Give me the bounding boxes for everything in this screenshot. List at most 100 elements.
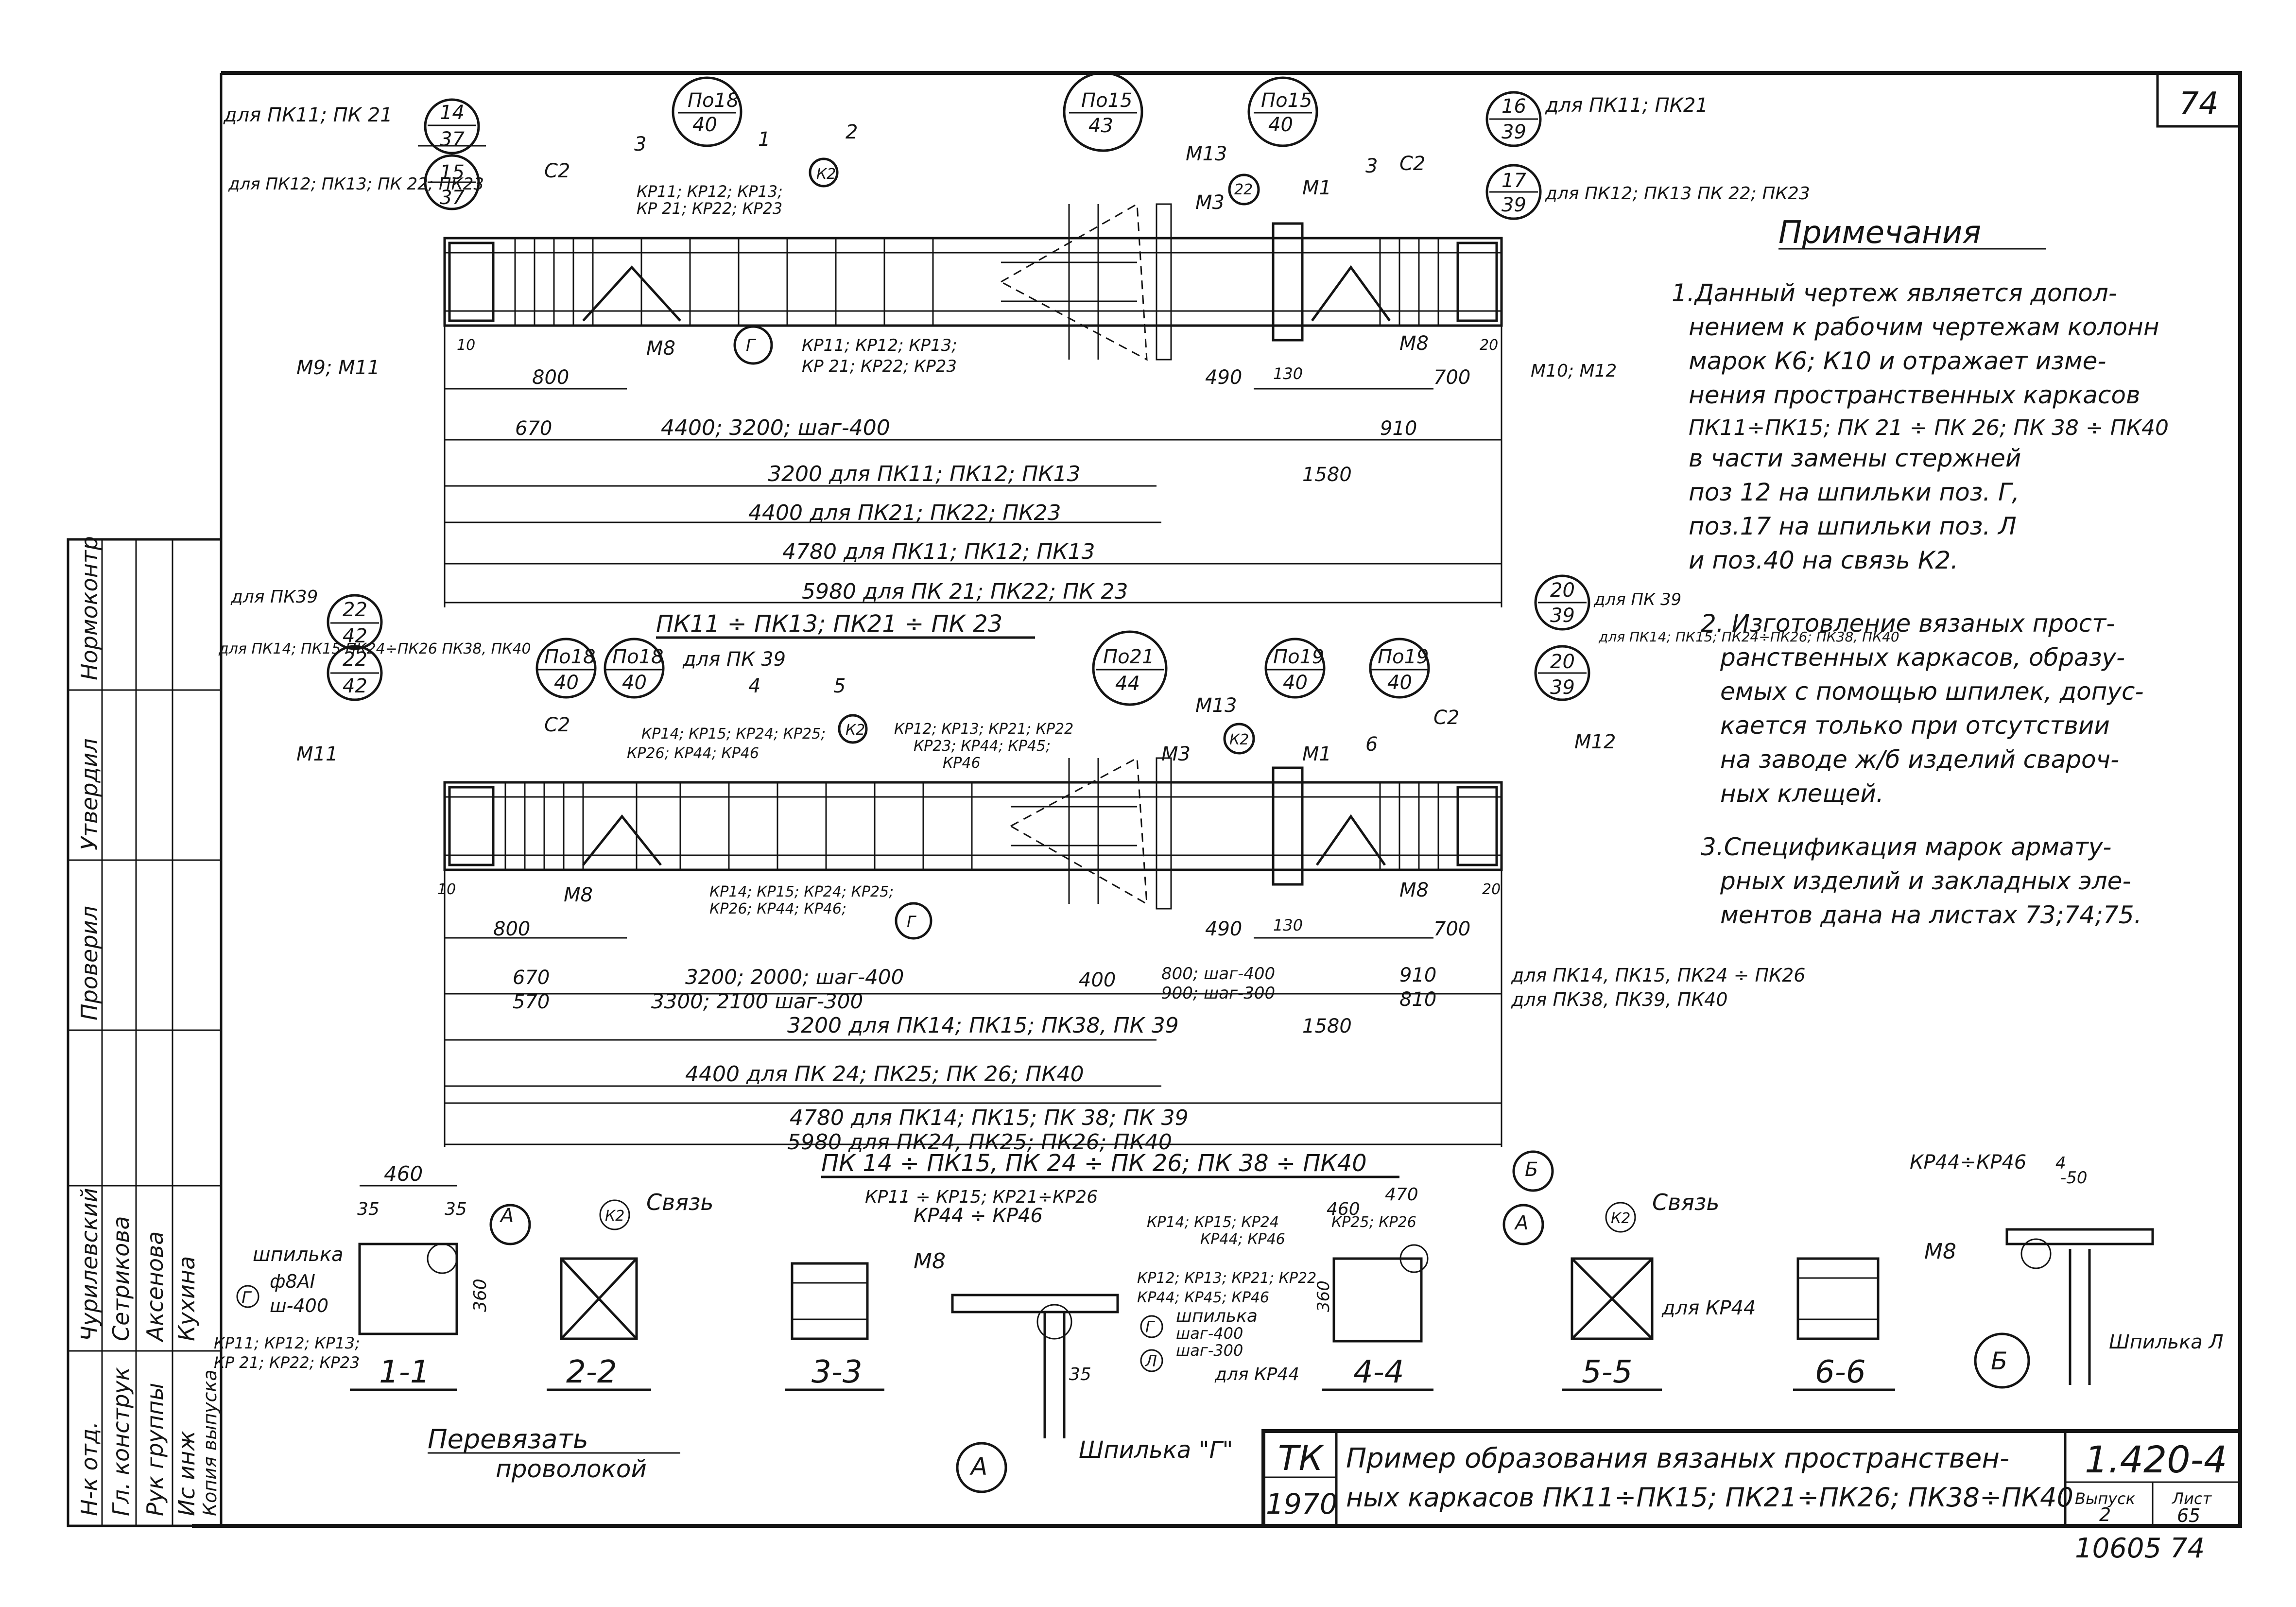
upper-k2: К2 — [816, 166, 836, 183]
upper-m9: М9; М11 — [296, 357, 380, 379]
detail-a-tie2: проволокой — [496, 1455, 647, 1483]
lower-m8-right: М8 — [1399, 879, 1429, 901]
lower-callout-1-num: 22 — [343, 599, 367, 621]
s33-m8: М8 — [914, 1249, 946, 1274]
upper-row3: 4780 для ПК11; ПК12; ПК13 — [782, 539, 1095, 564]
upper-callout-4-den: 43 — [1088, 115, 1113, 137]
upper-callout-4-num: По15 — [1081, 89, 1132, 112]
stamp-name-3: Аксенова — [142, 1231, 168, 1343]
detail-a: А КР11 ÷ КР15; КР21÷КР26 КР44 ÷ КР46 35 … — [428, 1187, 1233, 1493]
lower-d800: 800 — [493, 918, 530, 940]
stamp-col-2: Гл. конструк — [108, 1367, 134, 1516]
upper-callout-7-label: для ПК12; ПК13 ПК 22; ПК23 — [1545, 184, 1810, 204]
upper-callout-2-num: 15 — [440, 161, 465, 184]
upper-callout-6-label: для ПК11; ПК21 — [1545, 94, 1708, 117]
upper-d700: 700 — [1433, 366, 1470, 389]
title-issue-label: Выпуск — [2075, 1489, 2136, 1508]
lower-for39: для ПК 39 — [682, 648, 786, 671]
note-2-line-3: емых с помощью шпилек, допус- — [1720, 677, 2144, 706]
upper-callout-2-label: для ПК12; ПК13; ПК 22; ПК23 — [228, 174, 484, 194]
lower-row4: 5980 для ПК24, ПК25; ПК26; ПК40 — [787, 1130, 1172, 1155]
title-line-2: ных каркасов ПК11÷ПК15; ПК21÷ПК26; ПК38÷… — [1346, 1482, 2073, 1513]
note-3-line-3: ментов дана на листах 73;74;75. — [1720, 901, 2142, 929]
note-1-line-6: в части замены стержней — [1689, 444, 2021, 472]
upper-callout-7-den: 39 — [1502, 194, 1526, 216]
lower-g: Г — [907, 913, 916, 931]
upper-d10: 10 — [457, 337, 475, 354]
upper-kr-mid: КР11; КР12; КР13; — [802, 336, 957, 355]
stamp-col-1: Н-к отд. — [76, 1421, 103, 1516]
lower-callout-1-den: 42 — [343, 625, 367, 647]
title-sheet: 65 — [2177, 1505, 2200, 1526]
s11-callout-a: А — [499, 1205, 514, 1227]
upper-callout-5-num: По15 — [1261, 89, 1312, 112]
upper-d910: 910 — [1380, 417, 1417, 440]
lower-d670: 670 — [513, 967, 550, 989]
title-block: ТК 1970 Пример образования вязаных прост… — [1261, 1429, 2242, 1564]
stamp-role-1: Нормоконтр — [76, 536, 103, 680]
s44-callout-a: А — [1514, 1212, 1528, 1234]
title-tk: ТК — [1278, 1438, 1325, 1478]
upper-row2: 4400 для ПК21; ПК22; ПК23 — [748, 501, 1061, 525]
upper-callout-5-den: 40 — [1268, 114, 1293, 136]
lower-callout-4-den: 40 — [622, 672, 647, 694]
upper-kr-top: КР11; КР12; КР13; — [637, 182, 783, 201]
title-issue: 2 — [2099, 1504, 2111, 1525]
lower-sec5: 5 — [833, 675, 846, 697]
upper-g: Г — [746, 336, 757, 355]
lower-d570: 570 — [513, 991, 550, 1013]
note-2-line-5: на заводе ж/б изделий свароч- — [1720, 745, 2119, 774]
note-1-line-5: ПК11÷ПК15; ПК 21 ÷ ПК 26; ПК 38 ÷ ПК40 — [1689, 415, 2169, 440]
s11-g: Г — [242, 1288, 252, 1308]
upper-column-outline — [443, 237, 1503, 327]
lower-kr-c: КР14; КР15; КР24; КР25; — [709, 883, 894, 900]
lower-m3: М3 — [1161, 743, 1191, 765]
stamp-role-3: Проверил — [76, 906, 103, 1020]
upper-callout-1-num: 14 — [440, 102, 465, 124]
lower-m8-left: М8 — [564, 884, 593, 906]
lower-callout-5-num: По21 — [1103, 646, 1154, 668]
s22-link: Связь — [646, 1189, 713, 1215]
lower-steps3: 800; шаг-400 — [1161, 964, 1275, 984]
lower-callout-8-den: 39 — [1550, 605, 1575, 627]
lower-d1580: 1580 — [1302, 1015, 1352, 1037]
upper-d1580: 1580 — [1302, 464, 1352, 486]
upper-sec1-top: 1 — [758, 128, 770, 151]
upper-d20: 20 — [1480, 337, 1498, 354]
upper-d800: 800 — [532, 366, 569, 389]
upper-n22: 22 — [1234, 181, 1253, 198]
s44-step2: шаг-300 — [1176, 1341, 1243, 1360]
title-year: 1970 — [1266, 1487, 1338, 1521]
upper-step: 4400; 3200; шаг-400 — [661, 415, 890, 440]
note-2-line-4: кается только при отсутствии — [1720, 711, 2110, 740]
s44-d360: 360 — [1314, 1280, 1333, 1312]
detail-a-d35: 35 — [1069, 1365, 1091, 1384]
title-code: 1.420-4 — [2085, 1438, 2227, 1481]
detail-a-kr2: КР44 ÷ КР46 — [914, 1205, 1043, 1227]
lower-kr-a2: КР26; КР44; КР46 — [627, 745, 759, 762]
detail-b-stud: Шпилька Л — [2109, 1331, 2224, 1353]
lower-d20: 20 — [1482, 881, 1501, 898]
note-1-line-3: марок К6; К10 и отражает изме- — [1689, 347, 2106, 375]
s66-m8: М8 — [1924, 1239, 1956, 1264]
lower-sec4: 4 — [748, 675, 760, 697]
s44-l: Л — [1145, 1352, 1157, 1370]
lower-m13: М13 — [1195, 694, 1237, 717]
lower-callout-7-den: 40 — [1387, 672, 1412, 694]
lower-callout-6-num: По19 — [1273, 646, 1324, 668]
upper-m13: М13 — [1186, 143, 1227, 165]
section-4-4: Б А 460 470 КР14; КР15; КР24 КР44; КР46 … — [1137, 1150, 1554, 1391]
section-5-5: К2 Связь для КР44 5-5 — [1562, 1189, 1756, 1391]
upper-m1-plate — [1272, 222, 1304, 342]
lower-steps1: 3200; 2000; шаг-400 — [685, 965, 904, 989]
title-line-1: Пример образования вязаных пространствен… — [1346, 1443, 2009, 1474]
lower-callout-8-num: 20 — [1550, 579, 1575, 602]
lower-m12: М12 — [1574, 731, 1616, 753]
s44-krr: КР25; КР26 — [1331, 1214, 1416, 1231]
lower-callout-1-label: для ПК39 — [230, 587, 318, 607]
s33-title: 3-3 — [811, 1354, 863, 1390]
s66-title: 6-6 — [1815, 1354, 1866, 1390]
upper-sec3-right: 3 — [1365, 155, 1378, 177]
detail-b-label: Б — [1991, 1347, 2007, 1375]
